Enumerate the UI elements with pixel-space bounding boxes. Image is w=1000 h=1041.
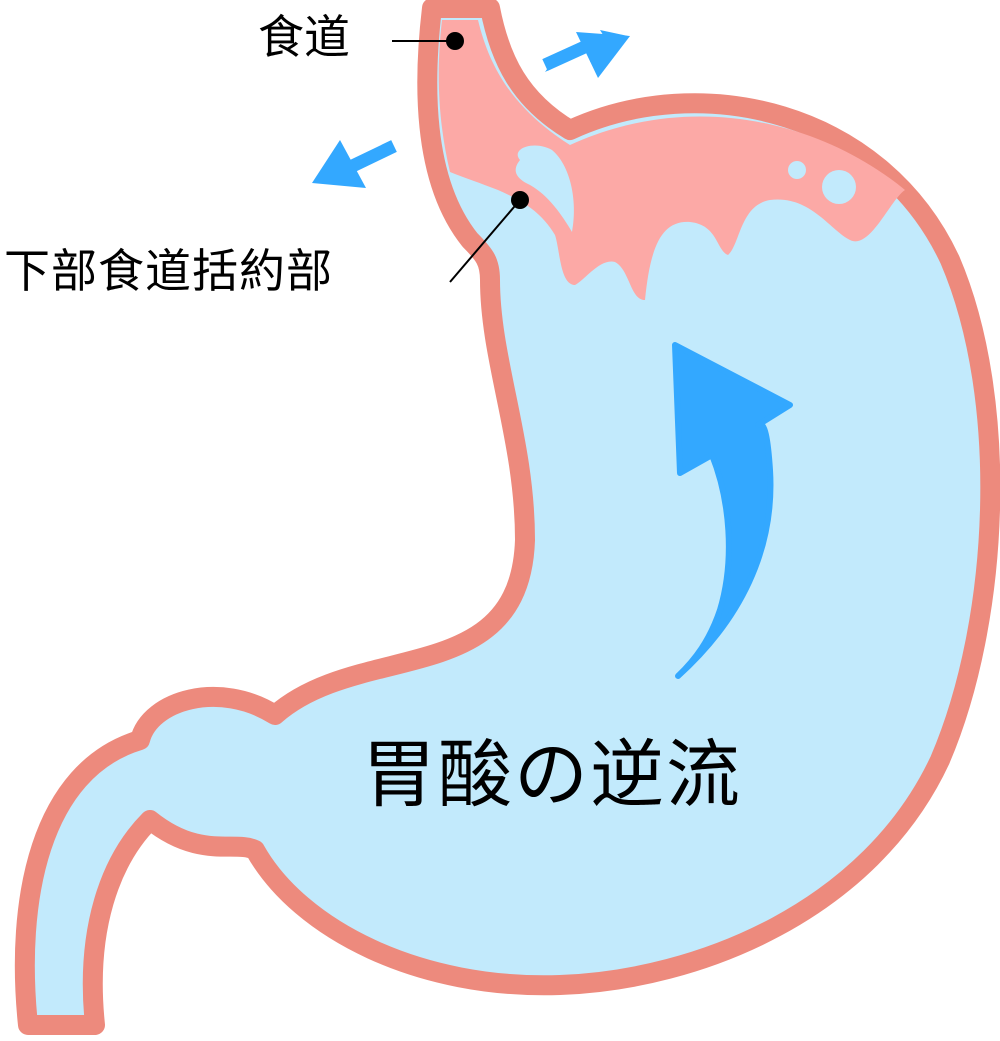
- arrow-upper-left-icon: [312, 140, 397, 188]
- esophagus-fill: [438, 20, 905, 300]
- acid-bubble-large: [822, 170, 856, 204]
- acid-splash-drop: [515, 145, 574, 232]
- stomach: [14, 0, 1000, 1035]
- reflux-arrow-icon: [672, 342, 793, 679]
- stomach-body: [14, 0, 1000, 1035]
- label-acid-reflux: 胃酸の逆流: [362, 732, 742, 818]
- label-esophagus: 食道: [258, 10, 350, 64]
- esophagus-region: [438, 20, 905, 300]
- label-lower-esophageal-sphincter: 下部食道括約部: [4, 244, 333, 298]
- arrow-upper-right-icon: [542, 30, 630, 78]
- acid-bubble-small: [788, 161, 806, 179]
- esophagus-leader: [392, 32, 464, 50]
- les-leader: [449, 191, 529, 283]
